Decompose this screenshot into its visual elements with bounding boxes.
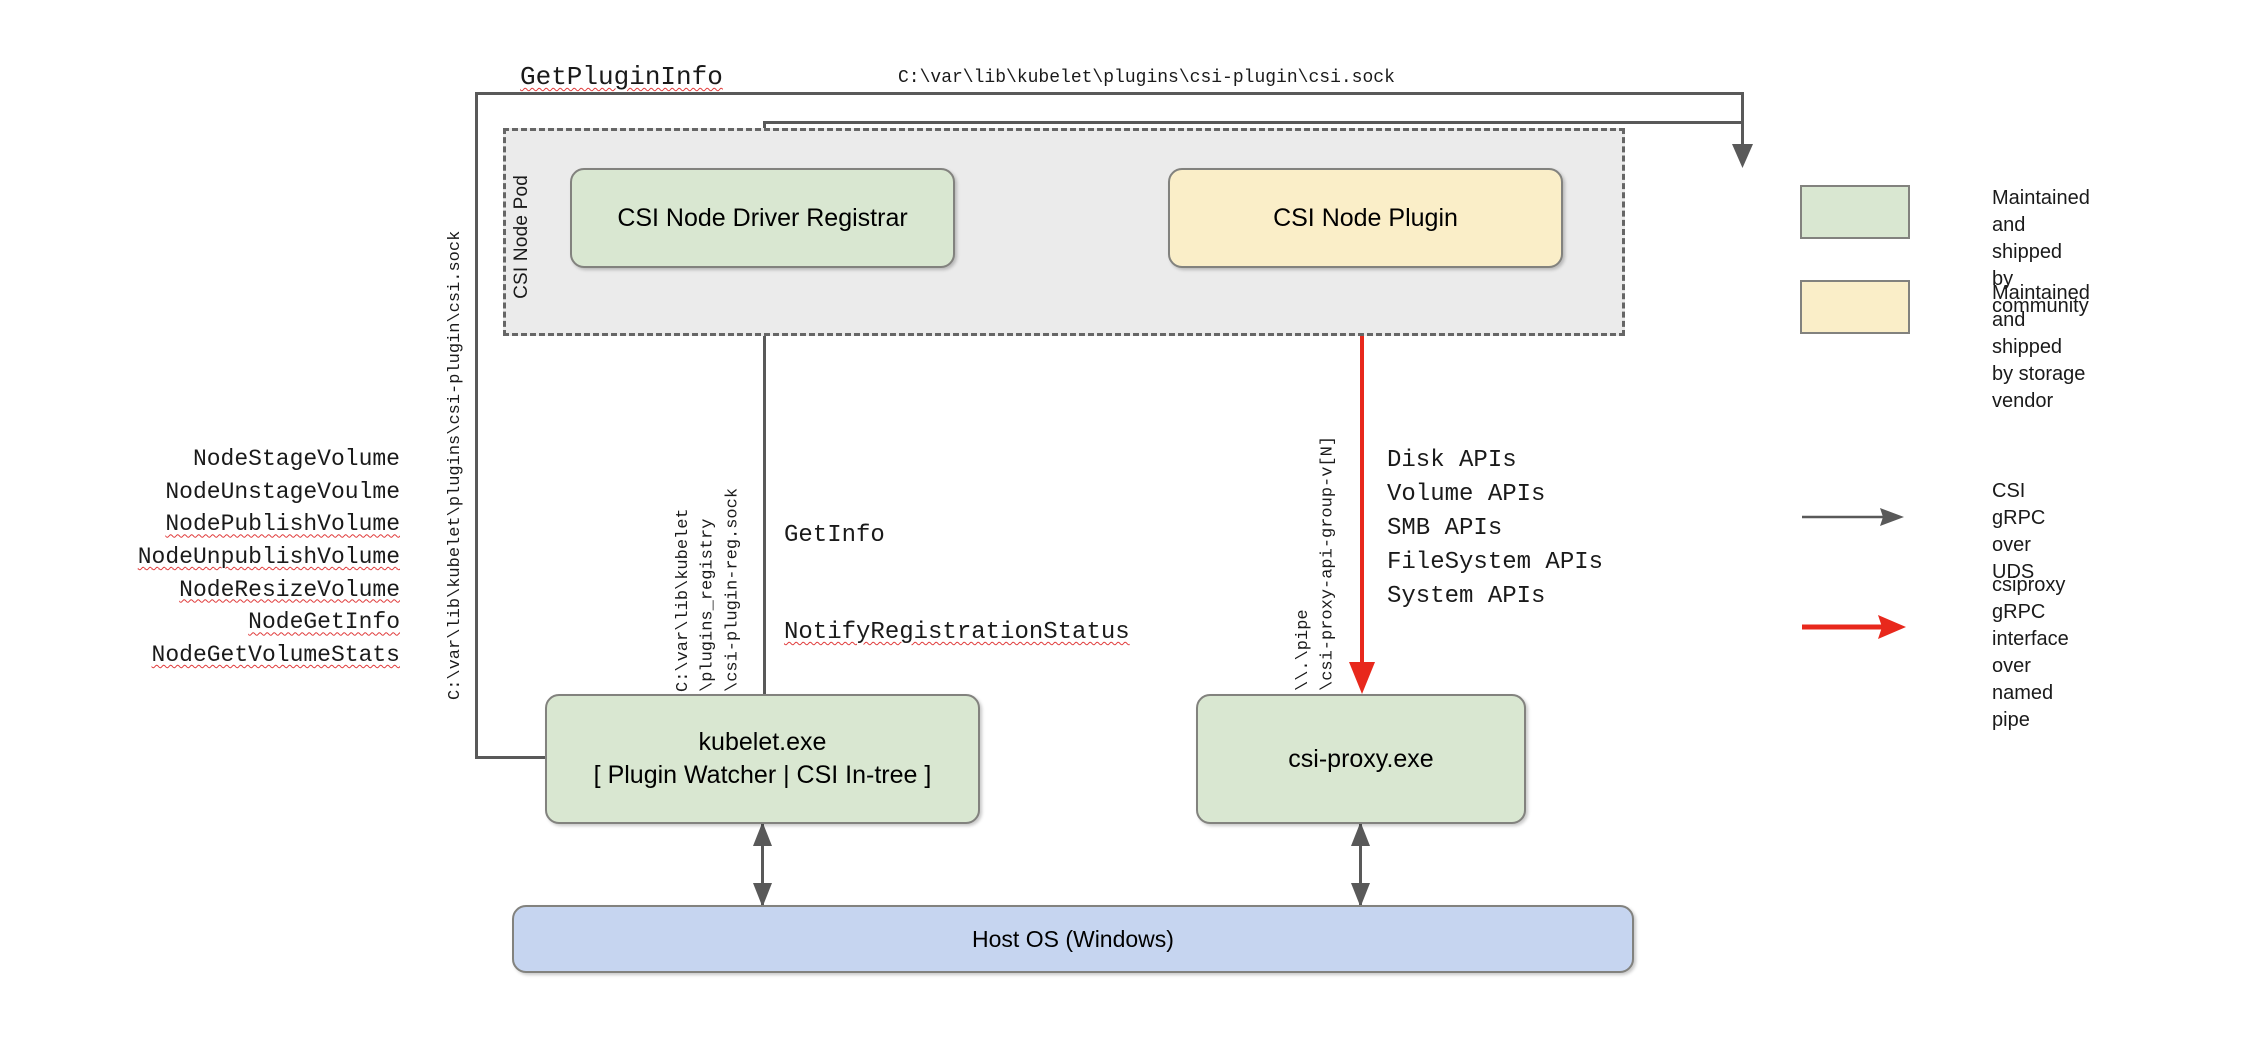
csiproxy-api-item: Volume APIs (1387, 481, 1546, 509)
node-api-row: NodeGetVolumeStats (90, 639, 400, 672)
connector-kubelet-to-registrar-vertical (763, 282, 766, 694)
legend-label-vendor: Maintained and shipped by storage vendor (1992, 282, 2090, 412)
label-named-pipe-path: \\.\pipe \csi-proxy-api-group-v[N] (1294, 435, 1338, 691)
node-api-item: NodeUnstageVoulme (165, 478, 400, 505)
legend-item-community: Maintained and shipped by community (1800, 185, 2090, 320)
node-api-item: NodeGetInfo (248, 609, 400, 636)
connector-kubelet-hostos-vertical (761, 824, 764, 905)
node-api-row: NodeStageVolume (90, 443, 400, 476)
node-api-row: NodeUnpublishVolume (90, 541, 400, 574)
connector-into-plugin-vertical (1741, 92, 1744, 154)
legend-label-community: Maintained and shipped by community (1992, 187, 2090, 317)
label-get-info: GetInfo (784, 521, 885, 549)
node-api-row: NodeUnstageVoulme (90, 476, 400, 509)
label-csi-sock-path-left: C:\var\lib\kubelet\plugins\csi-plugin\cs… (446, 230, 465, 700)
legend-arrow-red-icon (1800, 600, 1910, 654)
csiproxy-api-item: SMB APIs (1387, 515, 1503, 543)
node-api-row: NodeResizeVolume (90, 574, 400, 607)
box-csi-node-plugin[interactable]: CSI Node Plugin (1168, 168, 1563, 268)
legend-item-uds: CSI gRPC over UDS (1800, 480, 2045, 586)
connector-left-bottom-horizontal (475, 756, 547, 759)
legend-label-named-pipe: csiproxy gRPC interface over named pipe (1992, 574, 2069, 731)
legend-swatch-community (1800, 185, 1910, 239)
connector-left-top-horizontal (475, 92, 1743, 95)
label-csi-sock-path-top: C:\var\lib\kubelet\plugins\csi-plugin\cs… (898, 68, 1395, 88)
label-notify-registration-status: NotifyRegistrationStatus (784, 618, 1130, 646)
legend-item-vendor: Maintained and shipped by storage vendor (1800, 280, 2090, 415)
node-api-row: NodeGetInfo (90, 606, 400, 639)
box-csi-proxy-exe[interactable]: csi-proxy.exe (1196, 694, 1526, 824)
node-api-item: NodeGetVolumeStats (151, 641, 400, 668)
csiproxy-api-item: System APIs (1387, 583, 1546, 611)
box-kubelet-exe[interactable]: kubelet.exe [ Plugin Watcher | CSI In-tr… (545, 694, 980, 824)
connector-registrar-to-plugin-horizontal (763, 121, 1743, 124)
kubelet-subtitle: [ Plugin Watcher | CSI In-tree ] (593, 761, 932, 789)
label-get-plugin-info: GetPluginInfo (520, 62, 723, 92)
legend-swatch-vendor (1800, 280, 1910, 334)
label-plugins-registry-sock-path: C:\var\lib\kubelet \plugins_registry \cs… (674, 487, 743, 692)
connector-plugin-to-csiproxy-red (1360, 268, 1364, 680)
box-csi-node-driver-registrar[interactable]: CSI Node Driver Registrar (570, 168, 955, 268)
node-api-item: NodeResizeVolume (179, 576, 400, 603)
legend-label-uds: CSI gRPC over UDS (1992, 480, 2046, 583)
node-api-row: NodePublishVolume (90, 508, 400, 541)
kubelet-title: kubelet.exe (698, 728, 827, 756)
csiproxy-api-item: Disk APIs (1387, 447, 1517, 474)
connector-csiproxy-hostos-vertical (1359, 824, 1362, 905)
connector-left-vertical (475, 92, 478, 759)
node-api-item: NodeStageVolume (192, 446, 400, 472)
legend-item-named-pipe: csiproxy gRPC interface over named pipe (1800, 574, 2069, 734)
csiproxy-api-item: FileSystem APIs (1387, 549, 1604, 577)
box-host-os[interactable]: Host OS (Windows) (512, 905, 1634, 973)
legend-arrow-gray-icon (1800, 490, 1910, 544)
node-api-item: NodeUnpublishVolume (137, 543, 400, 570)
node-api-item: NodePublishVolume (165, 511, 400, 538)
label-registration-calls: GetInfo NotifyRegistrationStatus (784, 455, 1130, 714)
